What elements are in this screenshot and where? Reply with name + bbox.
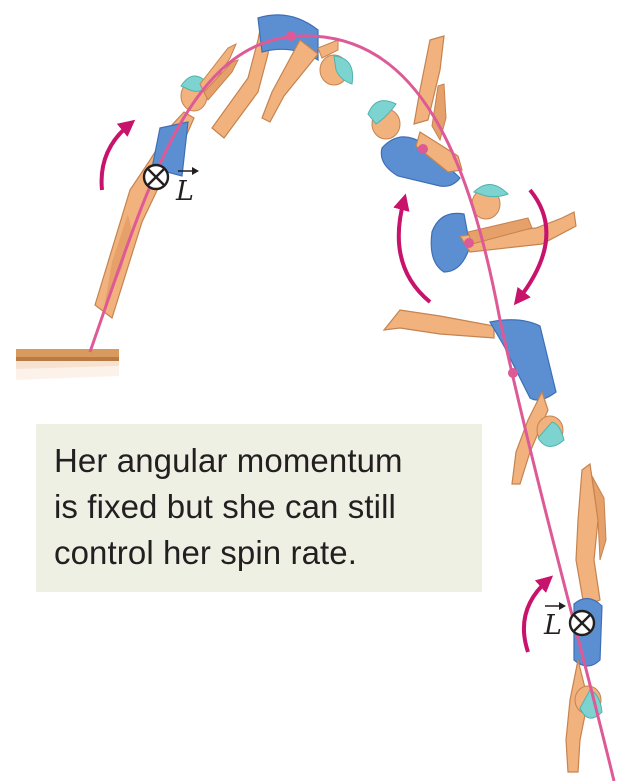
caption-box: Her angular momentum is fixed but she ca… <box>36 424 482 592</box>
center-of-mass-dots <box>286 31 518 378</box>
diving-board <box>16 349 119 380</box>
spin-arrow-top <box>99 119 136 191</box>
caption-text: Her angular momentum is fixed but she ca… <box>54 442 403 571</box>
spin-arrow-tuck-left <box>393 193 432 304</box>
diver-pike <box>367 35 463 187</box>
center-of-mass-trajectory <box>88 34 616 781</box>
overhead-arrow-icon <box>178 167 199 175</box>
angular-momentum-label-top: L <box>175 176 194 207</box>
spin-arrow-tuck-right <box>513 188 549 306</box>
diver-apex <box>211 14 354 139</box>
angular-momentum-label-bottom: L <box>543 610 562 641</box>
circled-x-icon <box>142 163 170 191</box>
circled-x-icon <box>568 609 596 637</box>
spin-arrow-bottom <box>521 575 554 653</box>
overhead-arrow-icon <box>545 602 566 610</box>
diver-tuck <box>430 184 577 273</box>
